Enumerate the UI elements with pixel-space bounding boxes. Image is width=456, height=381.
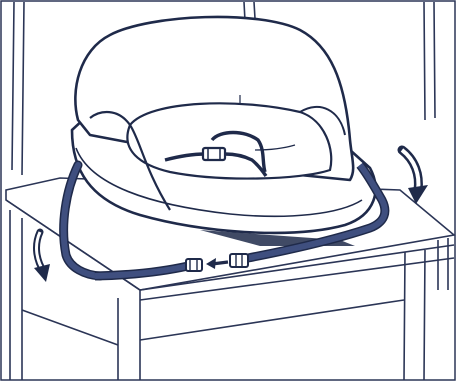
- strap-buckle-male: [186, 259, 202, 271]
- harness-buckle: [203, 148, 225, 160]
- strap-buckle-female: [230, 254, 248, 267]
- booster-seat-well: [127, 103, 331, 178]
